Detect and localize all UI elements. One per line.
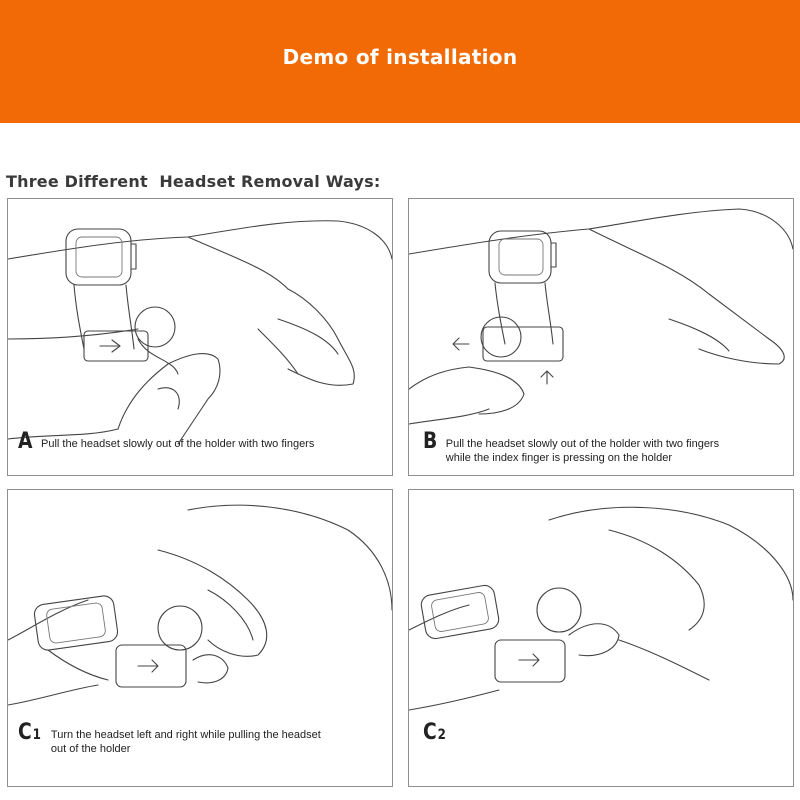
step-text-a: Pull the headset slowly out of the holde…	[41, 438, 315, 450]
watch-hand-illustration	[8, 504, 392, 706]
watch-hand-illustration	[409, 506, 793, 711]
watch-hand-illustration	[409, 208, 793, 425]
watch-hand-illustration	[8, 220, 392, 445]
panel-step-c1: C1 Turn the headset left and right while…	[7, 489, 393, 787]
step-letter-c2: C2	[423, 720, 446, 745]
banner-title: Demo of installation	[282, 44, 518, 69]
earbud-illustration	[536, 587, 582, 633]
step-text-b: Pull the headset slowly out of the holde…	[445, 438, 720, 464]
arrow-left-icon	[452, 337, 470, 351]
caption-step-b: B Pull the headset slowly out of the hol…	[423, 431, 719, 465]
panel-step-c2: C2	[408, 489, 794, 787]
header-banner: Demo of installation	[0, 0, 800, 123]
section-heading: Three Different Headset Removal Ways:	[6, 172, 381, 191]
caption-step-c2: C2	[423, 722, 450, 746]
caption-step-a: A Pull the headset slowly out of the hol…	[18, 431, 314, 453]
holder-illustration	[482, 326, 564, 362]
arrow-right-icon	[518, 653, 540, 667]
earbud-illustration	[480, 316, 522, 358]
arrow-right-icon	[99, 339, 121, 353]
step-letter-c1: C1	[18, 720, 41, 745]
panel-step-a: A Pull the headset slowly out of the hol…	[7, 198, 393, 476]
arrow-up-icon	[540, 370, 554, 385]
step-letter-b: B	[423, 429, 438, 454]
arrow-right-icon	[137, 659, 159, 673]
caption-step-c1: C1 Turn the headset left and right while…	[18, 722, 321, 756]
panel-step-b: B Pull the headset slowly out of the hol…	[408, 198, 794, 476]
earbud-illustration	[157, 605, 203, 651]
holder-illustration	[115, 644, 187, 688]
step-text-c1: Turn the headset left and right while pu…	[50, 729, 321, 755]
holder-illustration	[494, 639, 566, 683]
earbud-illustration	[134, 306, 176, 348]
step-letter-a: A	[18, 429, 33, 454]
